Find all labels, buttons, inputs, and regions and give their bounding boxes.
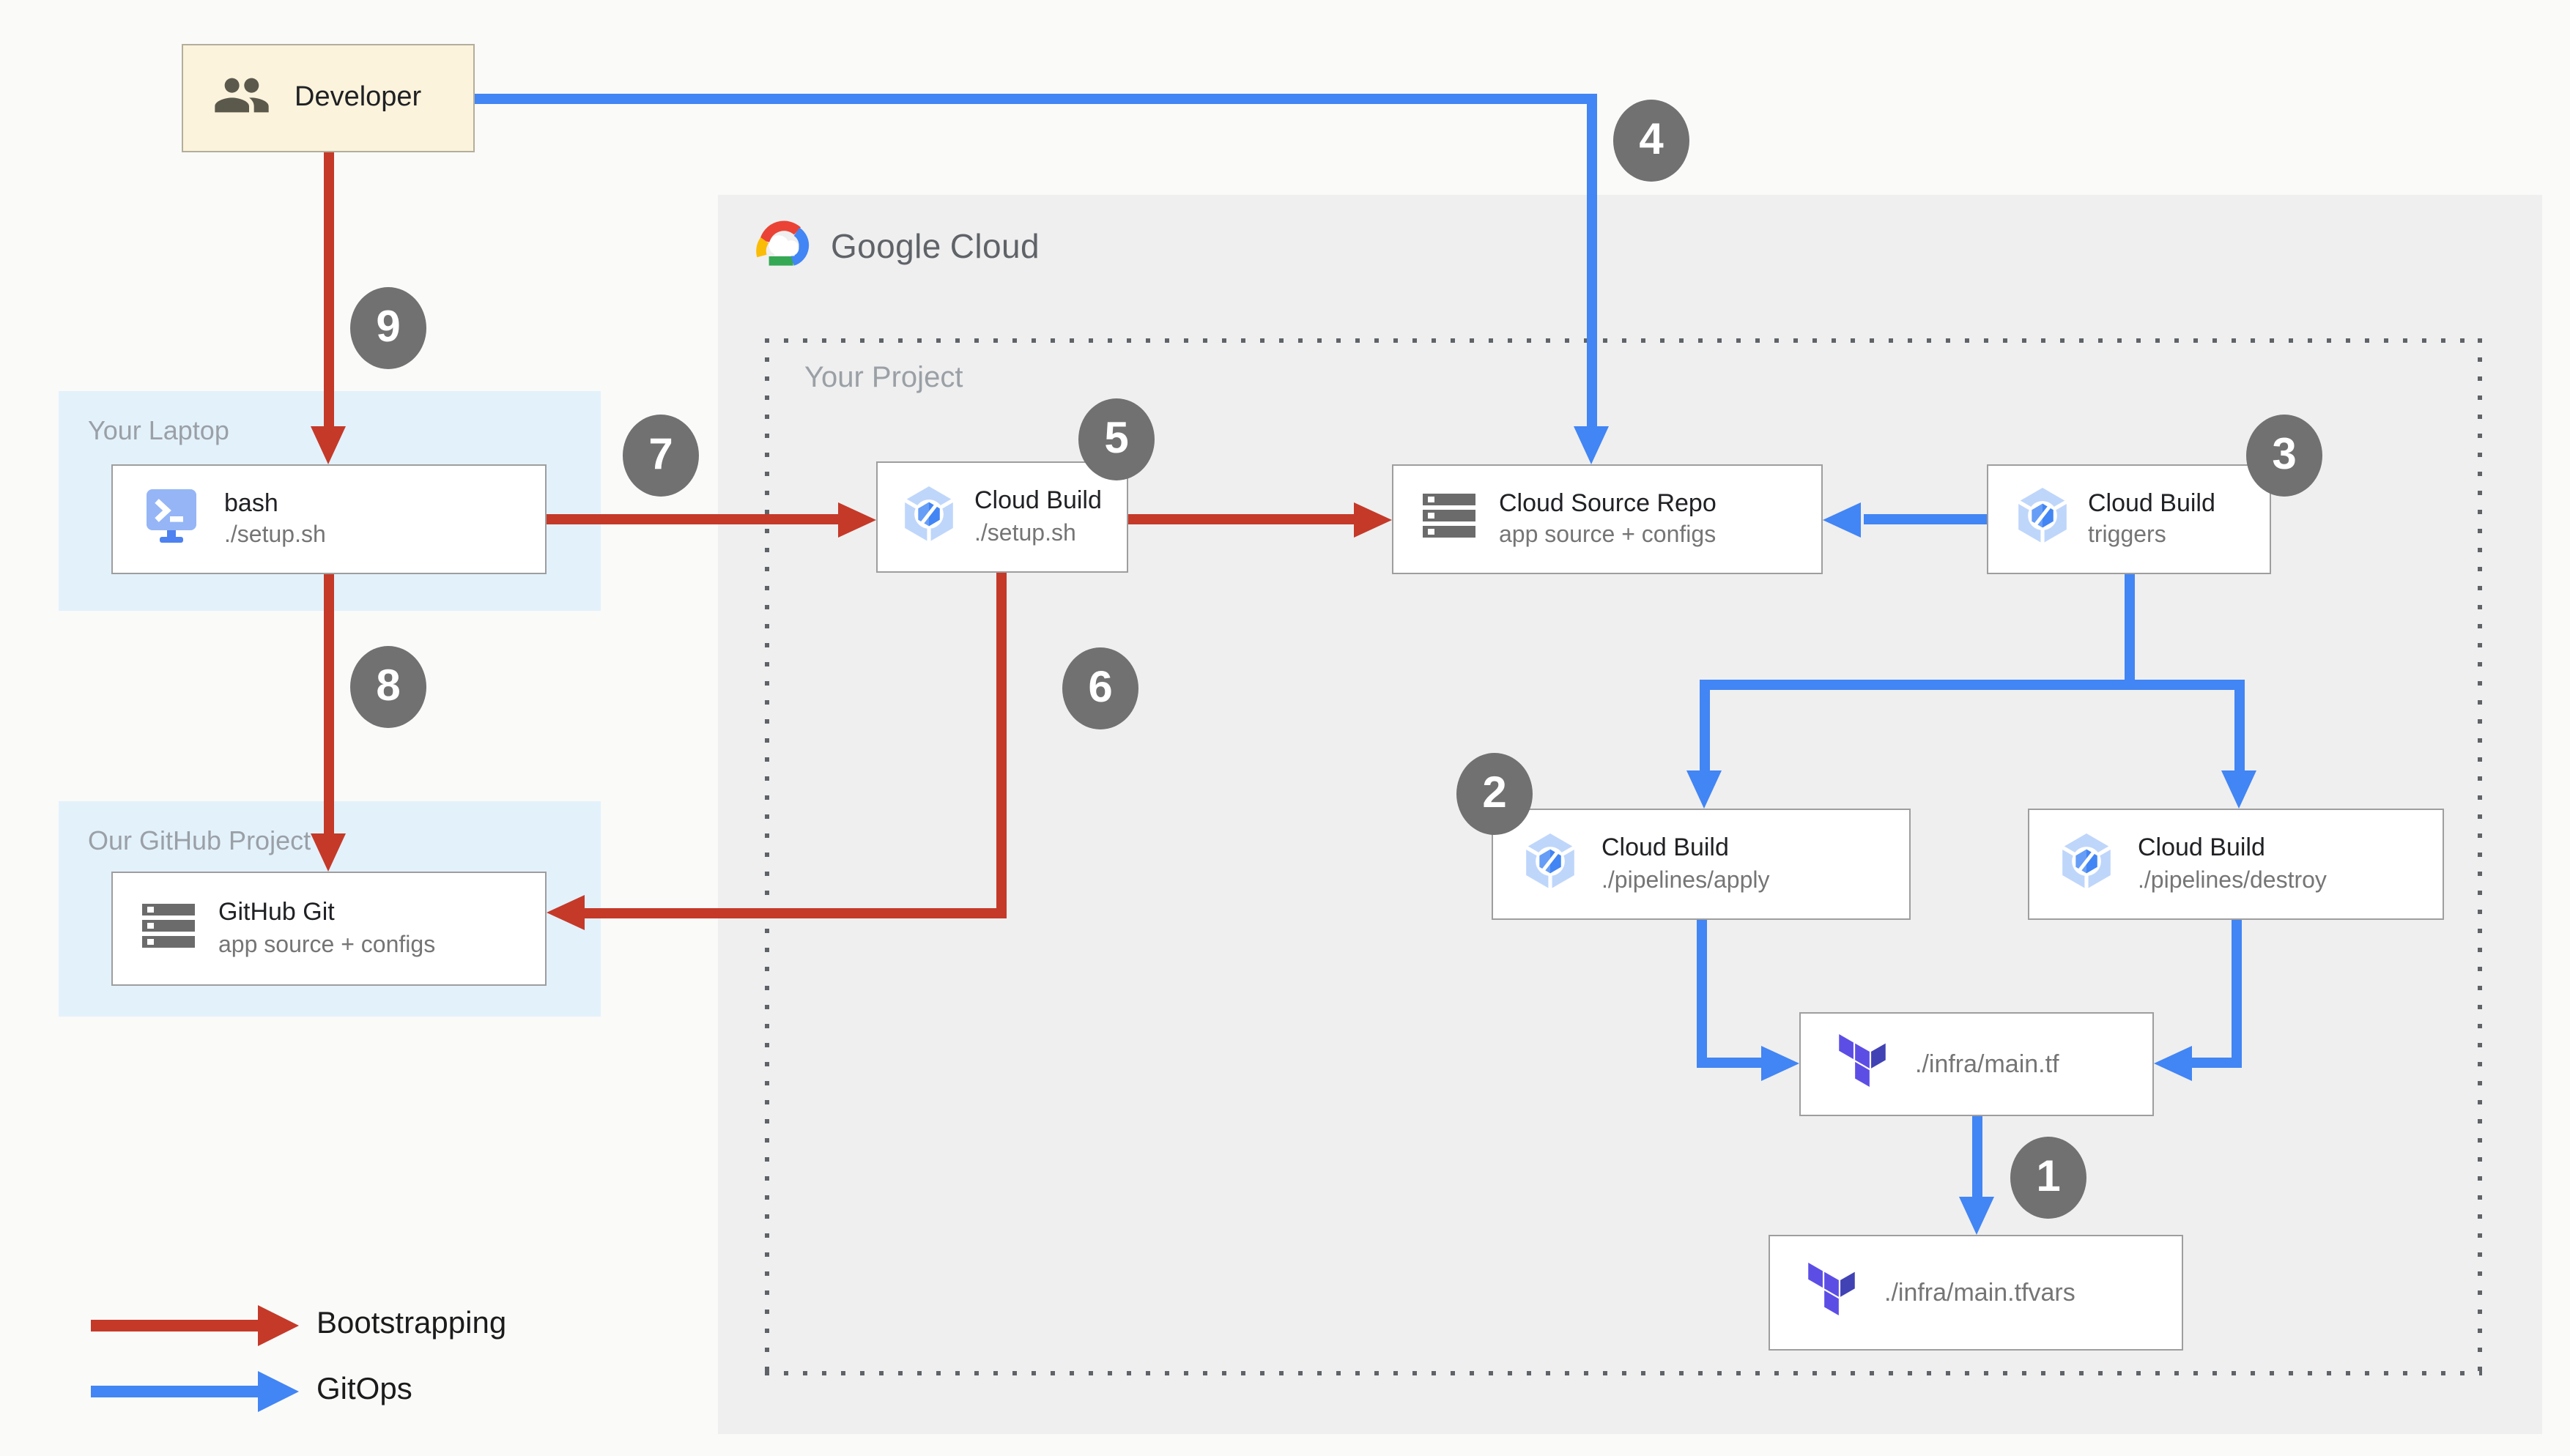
- github-project-label: Our GitHub Project: [88, 826, 311, 855]
- bootstrap-line-developer-to-laptop: [324, 152, 334, 429]
- gitops-line-destroy-down: [2232, 920, 2242, 1068]
- infra-main-tfvars-label: ./infra/main.tfvars: [1884, 1278, 2075, 1306]
- step-badge-3: 3: [2246, 415, 2322, 497]
- step-badge-1: 1: [2010, 1137, 2086, 1219]
- gitops-arrowhead-into-maintf-left: [1761, 1046, 1799, 1081]
- gitops-arrowhead-into-source-repo: [1574, 426, 1609, 464]
- google-cloud-logo-icon: [752, 217, 816, 275]
- cloud-build-triggers-subtitle: triggers: [2088, 523, 2166, 549]
- bootstrap-line-setup-down: [996, 573, 1007, 918]
- your-project-border-top: [765, 338, 2482, 343]
- gitops-line-triggers-down: [2125, 574, 2135, 690]
- gitops-arrowhead-into-tfvars: [1959, 1197, 1994, 1235]
- gitops-arrowhead-into-maintf-right: [2154, 1046, 2192, 1081]
- your-project-border-bottom: [765, 1371, 2482, 1375]
- node-infra-main-tfvars: ./infra/main.tfvars: [1769, 1235, 2183, 1351]
- repository-icon: [142, 903, 195, 954]
- gitops-line-developer-right: [475, 94, 1597, 104]
- gitops-arrowhead-into-apply: [1686, 770, 1722, 809]
- cloud-build-icon: [901, 483, 957, 551]
- cloud-build-icon: [2015, 485, 2070, 554]
- legend-gitops-line: [91, 1386, 258, 1397]
- terraform-icon: [1839, 1034, 1886, 1094]
- cloud-build-setup-title: Cloud Build: [974, 486, 1102, 515]
- bootstrap-arrowhead-into-source-repo: [1354, 502, 1392, 538]
- step-badge-2: 2: [1456, 753, 1533, 835]
- your-project-border-right: [2478, 338, 2482, 1375]
- cloud-build-setup-subtitle: ./setup.sh: [974, 521, 1076, 546]
- bootstrap-line-setup-to-repo: [1128, 514, 1357, 524]
- cloud-build-icon: [1522, 830, 1578, 899]
- node-bash: bash ./setup.sh: [111, 464, 547, 574]
- legend-bootstrapping-label: Bootstrapping: [316, 1307, 507, 1340]
- cloud-build-triggers-title: Cloud Build: [2088, 489, 2215, 517]
- infra-main-tf-label: ./infra/main.tf: [1915, 1050, 2059, 1077]
- gitops-line-destroy-left: [2192, 1058, 2242, 1068]
- legend-bootstrapping-arrowhead: [258, 1305, 299, 1346]
- gitops-line-split-horizontal: [1700, 680, 2243, 690]
- node-cloud-source-repo: Cloud Source Repo app source + configs: [1392, 464, 1823, 574]
- cloud-build-destroy-title: Cloud Build: [2138, 833, 2265, 862]
- terminal-icon: [142, 486, 201, 552]
- node-infra-main-tf: ./infra/main.tf: [1799, 1012, 2154, 1116]
- legend-bootstrapping-line: [91, 1320, 258, 1331]
- your-project-border-left: [765, 338, 769, 1375]
- github-git-subtitle: app source + configs: [218, 932, 436, 958]
- gitops-line-down-to-repo: [1587, 94, 1597, 429]
- gitops-line-branch-destroy: [2234, 680, 2245, 773]
- node-cloud-build-triggers: Cloud Build triggers: [1987, 464, 2271, 574]
- gitops-line-maintf-down: [1972, 1116, 1982, 1200]
- cloud-build-icon: [2059, 830, 2114, 899]
- node-github-git: GitHub Git app source + configs: [111, 872, 547, 986]
- gitops-arrowhead-into-repo-right: [1823, 502, 1861, 538]
- step-badge-6: 6: [1062, 647, 1138, 729]
- cloud-build-apply-subtitle: ./pipelines/apply: [1601, 868, 1770, 894]
- bootstrap-line-bash-to-cloudbuild: [547, 514, 841, 524]
- node-cloud-build-setup: Cloud Build ./setup.sh: [876, 461, 1128, 573]
- people-icon: [212, 65, 271, 131]
- legend-gitops-arrowhead: [258, 1371, 299, 1412]
- step-badge-8: 8: [350, 646, 426, 728]
- gitops-arrowhead-into-destroy: [2221, 770, 2256, 809]
- bootstrap-arrowhead-into-bash: [311, 426, 346, 464]
- node-cloud-build-destroy: Cloud Build ./pipelines/destroy: [2028, 809, 2444, 920]
- gitops-line-branch-apply: [1700, 680, 1710, 773]
- cloud-build-apply-title: Cloud Build: [1601, 833, 1729, 862]
- repository-icon: [1423, 494, 1475, 545]
- bootstrap-arrowhead-into-cloudbuild-setup: [838, 502, 876, 538]
- bootstrap-line-bash-to-github: [324, 574, 334, 836]
- terraform-icon: [1808, 1263, 1855, 1323]
- legend-gitops-label: GitOps: [316, 1373, 412, 1406]
- gitops-line-apply-right: [1697, 1058, 1764, 1068]
- bash-title: bash: [224, 489, 278, 517]
- cloud-source-repo-subtitle: app source + configs: [1499, 523, 1717, 549]
- your-project-label: Your Project: [804, 362, 963, 394]
- bootstrap-arrowhead-into-github-git-right: [547, 895, 585, 930]
- bash-subtitle: ./setup.sh: [224, 523, 326, 549]
- your-laptop-label: Your Laptop: [88, 416, 229, 445]
- google-wordmark: Google: [831, 226, 941, 264]
- step-badge-9: 9: [350, 287, 426, 369]
- step-badge-4: 4: [1613, 100, 1689, 182]
- node-developer: Developer: [182, 44, 475, 152]
- step-badge-7: 7: [623, 415, 699, 497]
- bootstrap-arrowhead-into-github-git: [311, 833, 346, 872]
- gitops-line-triggers-to-repo: [1864, 514, 1987, 524]
- gitops-line-apply-down: [1697, 920, 1707, 1068]
- cloud-wordmark: Cloud: [949, 226, 1040, 264]
- bootstrap-line-setup-left-to-github: [582, 908, 1007, 918]
- cloud-build-destroy-subtitle: ./pipelines/destroy: [2138, 868, 2327, 894]
- step-badge-5: 5: [1078, 398, 1155, 480]
- cloud-source-repo-title: Cloud Source Repo: [1499, 489, 1717, 517]
- developer-label: Developer: [295, 82, 422, 113]
- github-git-title: GitHub Git: [218, 898, 335, 926]
- node-cloud-build-apply: Cloud Build ./pipelines/apply: [1492, 809, 1911, 920]
